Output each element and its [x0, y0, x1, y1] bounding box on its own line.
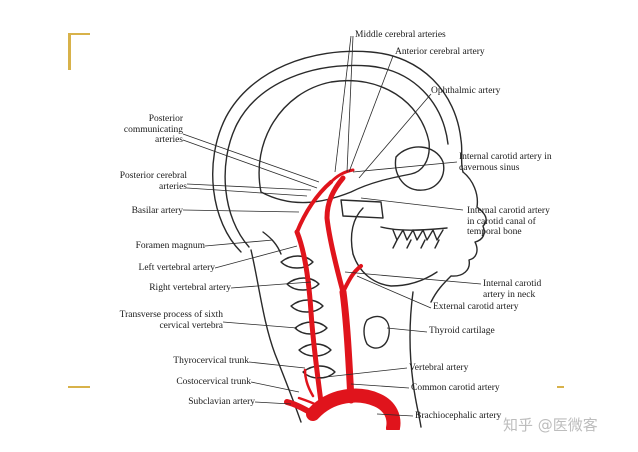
maxilla — [380, 226, 448, 231]
occipital-base — [262, 231, 282, 255]
leader-brachiocephalic — [376, 413, 414, 417]
leader-subclavian — [254, 401, 292, 405]
temporal-bone-shape — [340, 199, 384, 219]
label-internal-carotid-neck: Internal carotid artery in neck — [483, 279, 542, 300]
common-carotid-vessel — [339, 288, 355, 404]
aortic-arch — [306, 388, 401, 430]
label-anterior-cerebral: Anterior cerebral artery — [395, 47, 485, 57]
leader-thyroid-cartilage — [386, 327, 428, 333]
frame-corner-top-h — [68, 33, 90, 35]
leader-middle-cerebral — [334, 35, 352, 173]
label-thyroid-cartilage: Thyroid cartilage — [429, 326, 495, 336]
leader-transverse-process — [222, 321, 298, 329]
label-posterior-communicating: Posterior communicating arteries — [123, 114, 183, 145]
leader-vertebral — [316, 367, 408, 379]
external-carotid-vessel — [341, 264, 363, 294]
label-external-carotid: External carotid artery — [433, 302, 519, 312]
label-middle-cerebral: Middle cerebral arteries — [355, 30, 446, 40]
skull-outline — [212, 50, 464, 253]
leader-right-vertebral — [230, 281, 312, 289]
upper-teeth — [392, 229, 444, 241]
basilar-vessel — [295, 180, 333, 234]
label-brachiocephalic: Brachiocephalic artery — [415, 411, 502, 421]
vertebra-2 — [286, 277, 320, 291]
leader-thyrocervical — [248, 361, 306, 369]
leader-ophthalmic — [358, 93, 432, 179]
costocervical-vessel — [297, 396, 321, 408]
face-profile — [430, 171, 487, 303]
mandible — [352, 253, 438, 287]
neck-front — [409, 291, 422, 428]
label-left-vertebral: Left vertebral artery — [138, 263, 215, 273]
leader-costocervical — [250, 381, 300, 393]
leader-foramen-magnum — [204, 239, 274, 247]
anatomy-figure: Middle cerebral arteries Anterior cerebr… — [91, 22, 557, 430]
vertebra-1 — [280, 255, 314, 269]
leader-posterior-cerebral-2 — [186, 187, 308, 197]
thyroid-cartilage-shape — [363, 315, 390, 349]
label-costocervical: Costocervical trunk — [176, 377, 251, 387]
cerebral-branch — [329, 168, 355, 184]
leader-middle-cerebral-2 — [346, 35, 354, 173]
label-posterior-cerebral: Posterior cerebral arteries — [119, 171, 187, 192]
vertebra-4 — [294, 321, 328, 335]
vertebral-vessel — [294, 229, 324, 405]
leader-basilar — [182, 209, 300, 213]
frame-line-bottom-left — [68, 386, 90, 388]
neck-back — [250, 249, 302, 423]
orbit — [394, 146, 445, 191]
vertebra-5 — [298, 343, 332, 357]
head-neck-artery-diagram — [182, 35, 487, 430]
lower-teeth — [392, 239, 440, 249]
label-foramen-magnum: Foramen magnum — [135, 241, 205, 251]
label-right-vertebral: Right vertebral artery — [149, 283, 231, 293]
leader-posterior-communicating — [182, 133, 320, 183]
skull-inner — [224, 64, 449, 248]
leader-left-vertebral — [214, 245, 298, 269]
label-transverse-process: Transverse process of sixth cervical ver… — [119, 310, 223, 331]
label-ophthalmic: Ophthalmic artery — [431, 86, 501, 96]
vertebra-6 — [302, 365, 336, 379]
label-common-carotid: Common carotid artery — [411, 383, 500, 393]
label-basilar: Basilar artery — [131, 206, 183, 216]
thyrocervical-vessel — [303, 368, 315, 398]
vertebra-3 — [290, 299, 324, 313]
label-internal-carotid-canal: Internal carotid artery in carotid canal… — [467, 206, 550, 237]
leader-anterior-cerebral — [348, 55, 394, 173]
watermark-text: 知乎 @医微客 — [503, 416, 598, 434]
subclavian-vessel — [284, 399, 316, 417]
leader-posterior-communicating-2 — [182, 139, 318, 189]
cerebrum — [258, 80, 430, 204]
frame-line-bottom-right — [556, 386, 564, 388]
leader-internal-carotid-neck — [344, 271, 482, 285]
leader-internal-carotid-cavernous — [352, 161, 458, 173]
frame-corner-top — [68, 33, 71, 70]
leader-internal-carotid-canal — [360, 197, 464, 211]
label-thyrocervical: Thyrocervical trunk — [173, 356, 249, 366]
mandible-ramus — [350, 207, 364, 255]
internal-carotid-vessel — [324, 175, 346, 295]
label-internal-carotid-cavernous: Internal carotid artery in cavernous sin… — [459, 152, 552, 173]
leader-common-carotid — [350, 383, 410, 389]
label-subclavian: Subclavian artery — [188, 397, 255, 407]
label-vertebral: Vertebral artery — [409, 363, 469, 373]
leader-external-carotid — [356, 275, 432, 309]
leader-posterior-cerebral — [186, 183, 312, 191]
